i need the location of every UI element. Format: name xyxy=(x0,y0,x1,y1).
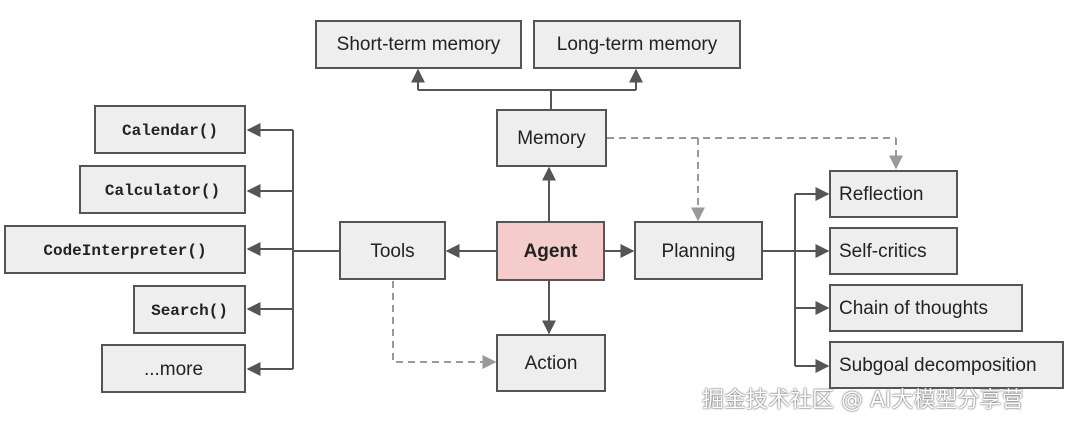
subgoal-decomposition-box: Subgoal decomposition xyxy=(829,341,1064,389)
more-box: ...more xyxy=(101,344,246,393)
memory-label: Memory xyxy=(517,128,586,149)
chain-of-thoughts-box: Chain of thoughts xyxy=(829,284,1023,332)
subgoal-decomposition-label: Subgoal decomposition xyxy=(839,355,1037,376)
self-critics-label: Self-critics xyxy=(839,241,927,262)
chain-of-thoughts-label: Chain of thoughts xyxy=(839,298,988,319)
short-term-memory-label: Short-term memory xyxy=(337,34,501,55)
code-interpreter-label: CodeInterpreter() xyxy=(43,242,206,260)
search-label: Search() xyxy=(151,302,228,320)
agent-label: Agent xyxy=(524,241,579,262)
memory-box: Memory xyxy=(496,109,607,167)
edge-tools-to-action xyxy=(392,281,497,369)
action-label: Action xyxy=(525,353,578,374)
watermark: 掘金技术社区 @ AI大模型分享营 xyxy=(702,388,1024,413)
long-term-memory-label: Long-term memory xyxy=(557,34,718,55)
long-term-memory-box: Long-term memory xyxy=(533,20,741,69)
tools-box: Tools xyxy=(339,221,446,280)
short-term-memory-box: Short-term memory xyxy=(315,20,522,69)
code-interpreter-box: CodeInterpreter() xyxy=(4,225,246,274)
tools-label: Tools xyxy=(370,241,414,262)
more-label: ...more xyxy=(144,359,203,380)
reflection-box: Reflection xyxy=(829,170,958,218)
planning-label: Planning xyxy=(662,241,736,262)
calculator-label: Calculator() xyxy=(105,182,220,200)
agent-box: Agent xyxy=(496,221,605,281)
planning-box: Planning xyxy=(634,221,763,280)
calendar-box: Calendar() xyxy=(94,105,246,154)
self-critics-box: Self-critics xyxy=(829,227,958,275)
edges xyxy=(246,68,903,376)
reflection-label: Reflection xyxy=(839,184,924,205)
search-box: Search() xyxy=(133,285,246,334)
calculator-box: Calculator() xyxy=(79,165,246,214)
action-box: Action xyxy=(496,334,606,392)
calendar-label: Calendar() xyxy=(122,122,218,140)
